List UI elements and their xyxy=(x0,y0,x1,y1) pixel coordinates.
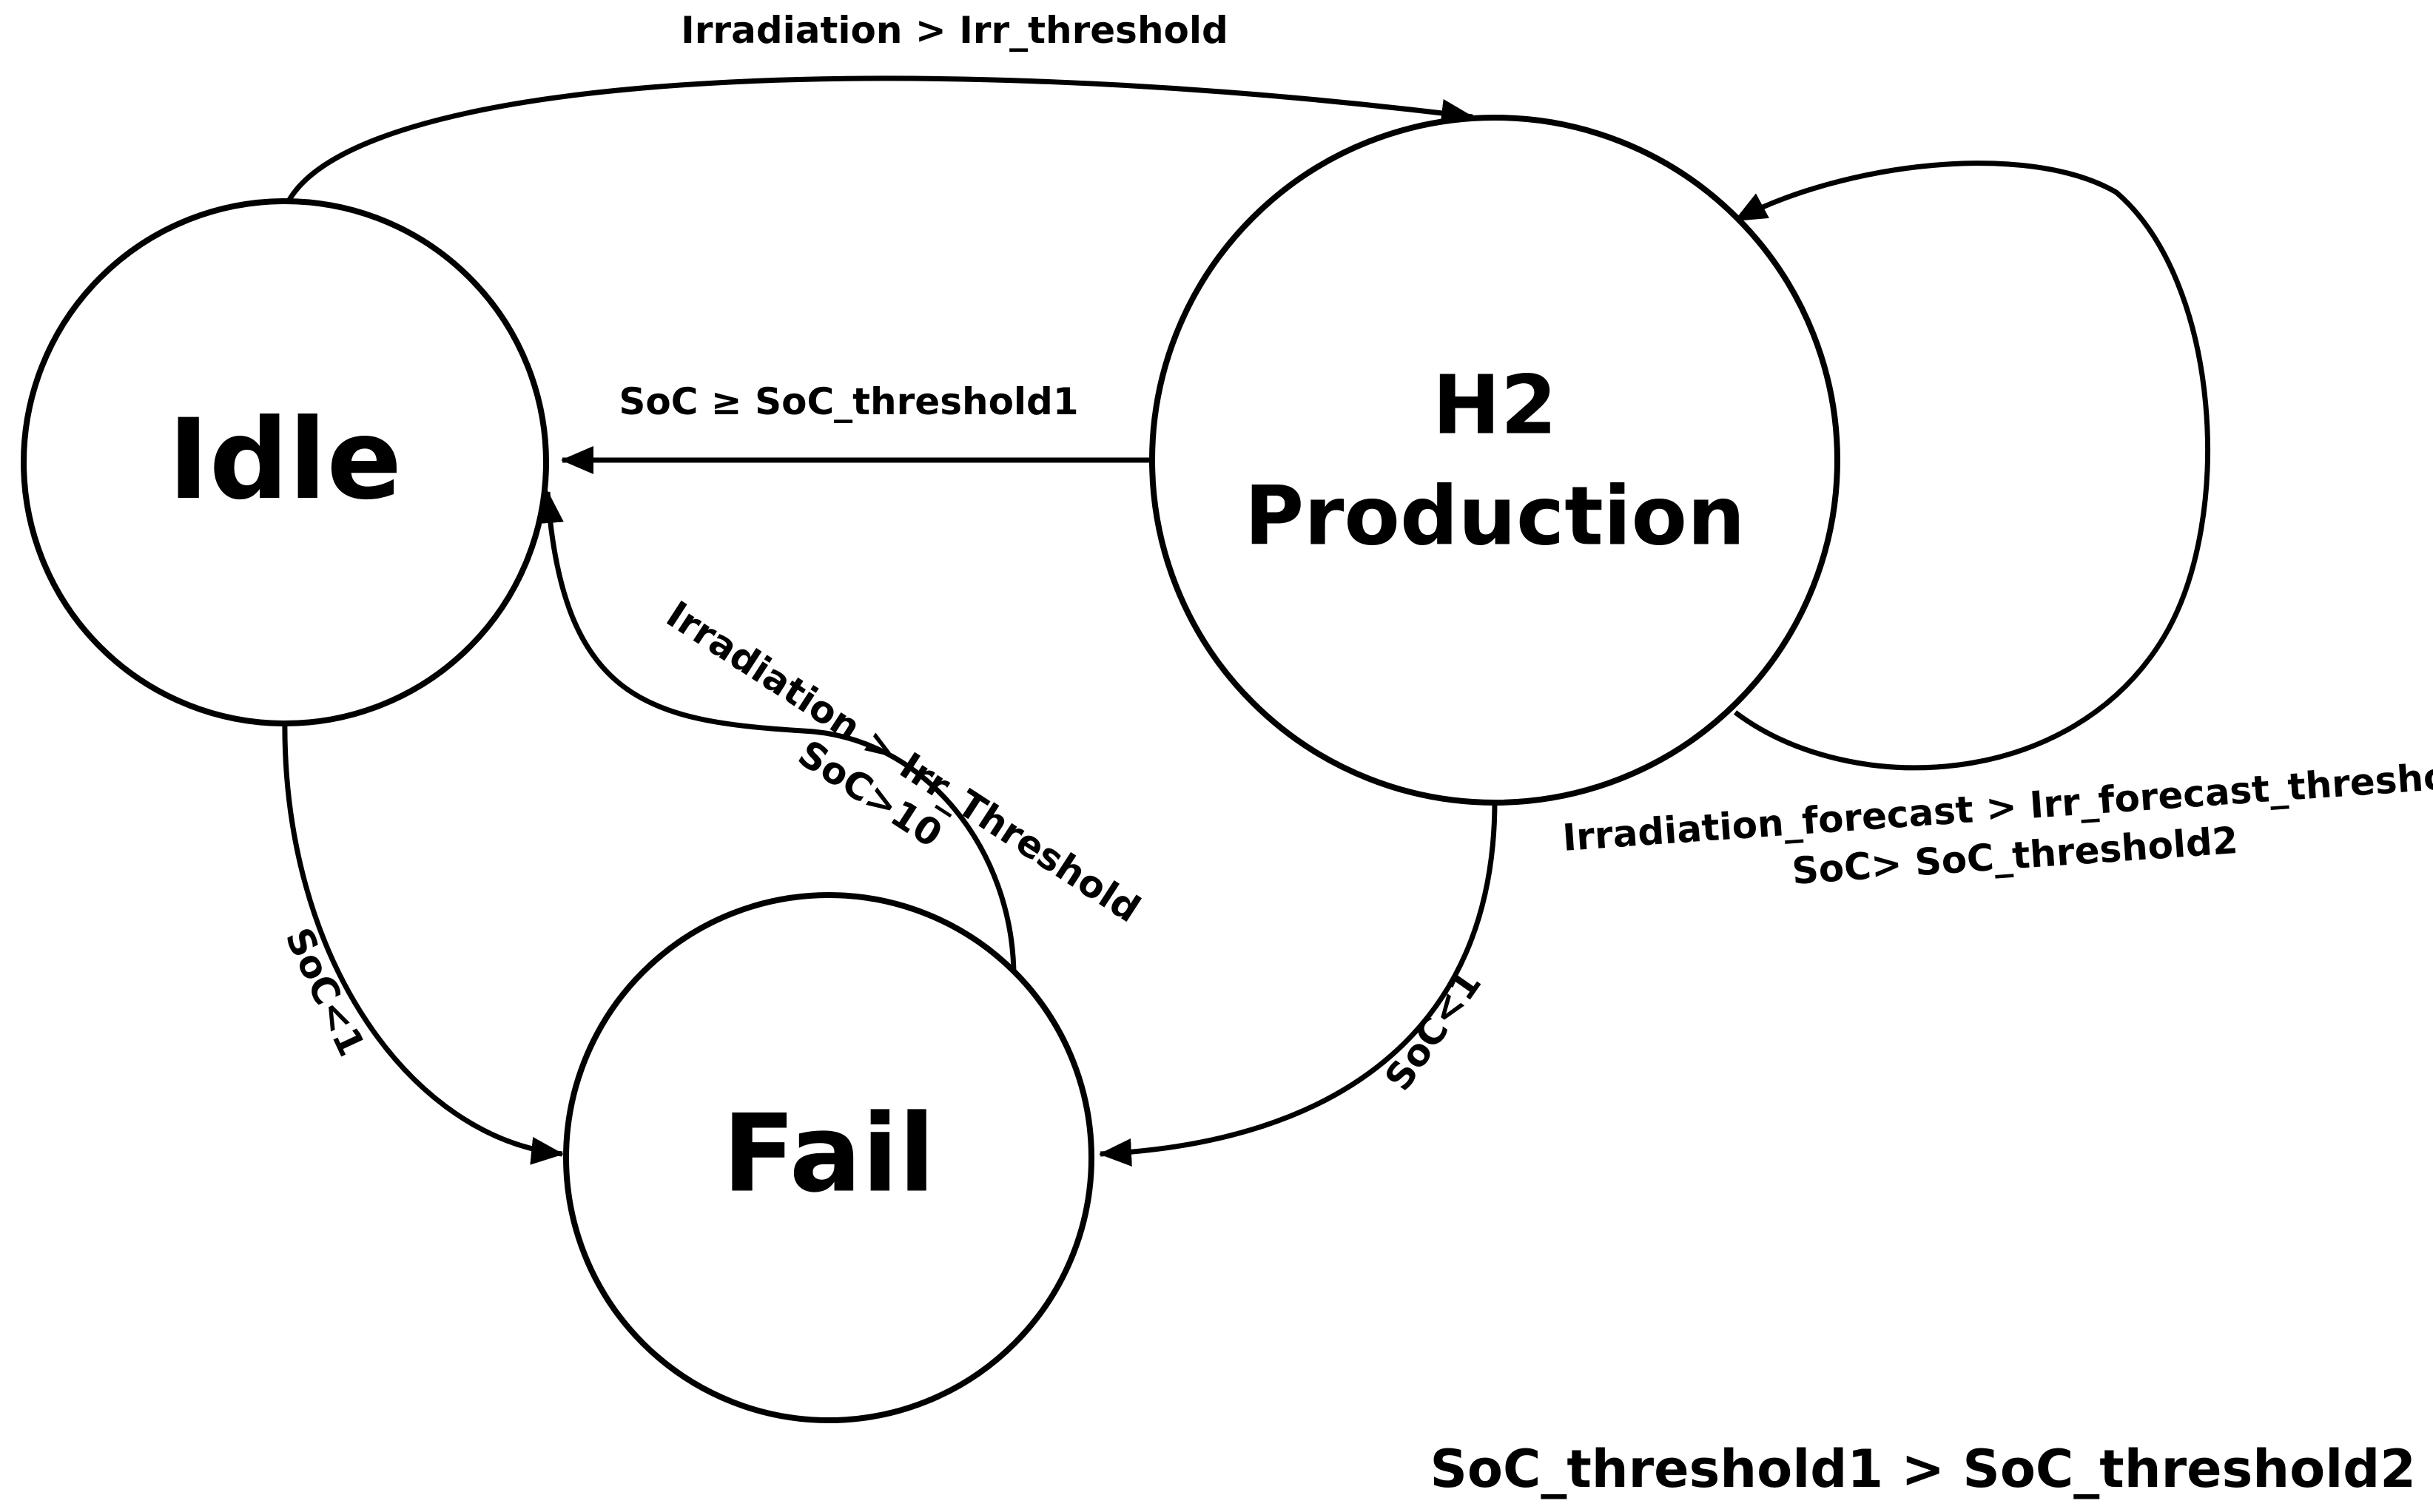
label-h2-to-fail-group: SoC<1 xyxy=(1376,962,1490,1098)
label-fail-to-idle-line1: Irradiation > Irr_Threshold xyxy=(659,593,1147,931)
state-h2-production: H2 Production xyxy=(1149,115,1840,806)
edge-idle-to-fail xyxy=(282,715,564,1165)
label-idle-to-h2: Irradiation > Irr_threshold xyxy=(681,9,1228,52)
state-idle: Idle xyxy=(21,198,549,726)
state-h2-label-line2: Production xyxy=(1245,468,1746,563)
state-fail-label: Fail xyxy=(722,1092,935,1217)
edge-idle-to-h2 xyxy=(282,75,1474,210)
label-h2-to-fail: SoC<1 xyxy=(1376,962,1490,1098)
state-h2-label-line1: H2 xyxy=(1433,357,1558,452)
edge-fail-to-idle xyxy=(536,490,1017,977)
threshold-note: SoC_threshold1 > SoC_threshold2 xyxy=(1430,1439,2416,1499)
edge-h2-to-fail xyxy=(1099,800,1498,1167)
label-fail-to-idle: Irradiation > Irr_Threshold xyxy=(659,593,1147,931)
label-h2-to-idle: SoC ≥ SoC_threshold1 xyxy=(619,380,1078,423)
state-fail: Fail xyxy=(563,892,1094,1423)
state-idle-label: Idle xyxy=(168,396,402,524)
edge-h2-self-loop xyxy=(1733,161,2211,771)
label-idle-to-fail-group: SoC<1 xyxy=(277,922,373,1063)
label-idle-to-fail: SoC<1 xyxy=(277,922,373,1063)
